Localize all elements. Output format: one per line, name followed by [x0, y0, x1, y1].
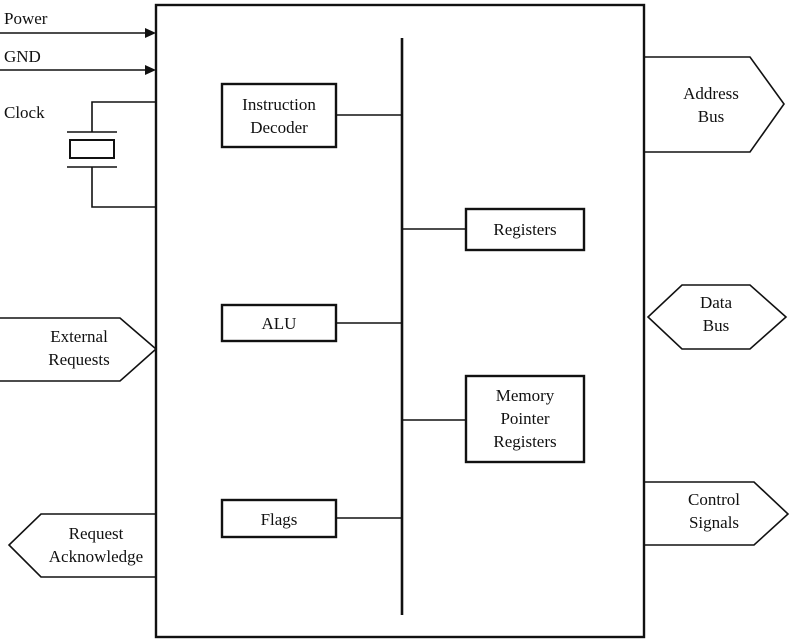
clock-crystal: Clock: [4, 101, 156, 208]
gnd-label: GND: [4, 47, 41, 66]
memory-pointer-registers-block: Memory Pointer Registers: [402, 374, 586, 464]
control-signals-line-1: Control: [688, 490, 740, 509]
power-label: Power: [4, 9, 48, 28]
address-bus-line-2: Bus: [698, 107, 724, 126]
memory-pointer-line-3: Registers: [493, 432, 556, 451]
registers-label: Registers: [493, 220, 556, 239]
data-bus-line-2: Bus: [703, 316, 729, 335]
request-acknowledge-line-1: Request: [69, 524, 124, 543]
alu-label: ALU: [262, 314, 297, 333]
instruction-decoder-line-2: Decoder: [250, 118, 308, 137]
request-acknowledge-line-2: Acknowledge: [49, 547, 143, 566]
control-signals-arrow: Control Signals: [644, 481, 790, 546]
external-requests-line-1: External: [50, 327, 108, 346]
instruction-decoder-line-1: Instruction: [242, 95, 316, 114]
clock-label: Clock: [4, 103, 45, 122]
memory-pointer-line-1: Memory: [496, 386, 555, 405]
power-input: Power: [0, 9, 156, 38]
instruction-decoder-block: Instruction Decoder: [220, 82, 402, 149]
external-requests-arrow: External Requests: [0, 317, 158, 382]
address-bus-line-1: Address: [683, 84, 739, 103]
data-bus-line-1: Data: [700, 293, 733, 312]
request-acknowledge-arrow: Request Acknowledge: [7, 513, 156, 578]
external-requests-line-2: Requests: [48, 350, 109, 369]
control-signals-line-2: Signals: [689, 513, 739, 532]
address-bus-arrow: Address Bus: [644, 56, 785, 153]
data-bus-arrow: Data Bus: [646, 284, 788, 350]
flags-block: Flags: [220, 498, 402, 539]
alu-block: ALU: [220, 303, 402, 343]
flags-label: Flags: [261, 510, 298, 529]
memory-pointer-line-2: Pointer: [500, 409, 549, 428]
gnd-input: GND: [0, 47, 156, 75]
registers-block: Registers: [402, 207, 586, 252]
